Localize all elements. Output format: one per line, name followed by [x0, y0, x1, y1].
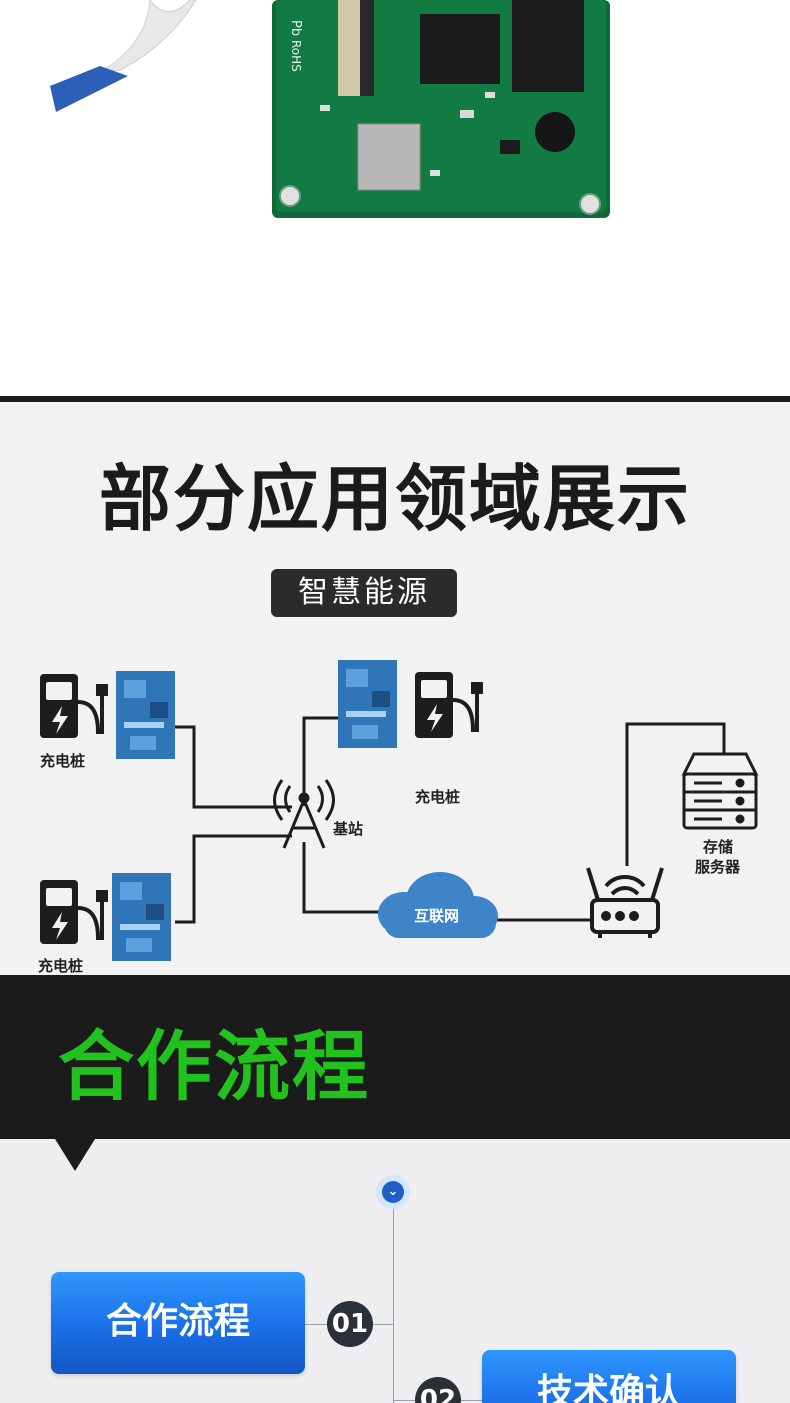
tower-icon	[273, 779, 335, 849]
section-divider	[0, 396, 790, 402]
storage-label-line1: 存储	[703, 838, 733, 856]
server-icon	[681, 752, 759, 830]
charger-icon	[40, 880, 108, 944]
cloud-icon	[378, 872, 498, 938]
product-photo-section: Pb RoHS	[0, 0, 790, 398]
step-card-tech-confirm[interactable]: 技术确认	[482, 1350, 736, 1403]
mcu-chip	[420, 14, 500, 84]
smart-energy-badge: 智慧能源	[271, 569, 457, 617]
internet-label: 互联网	[414, 907, 459, 925]
network-diagram: 充电桩 充电桩	[38, 660, 759, 975]
charger-label-top-left: 充电桩	[40, 752, 85, 770]
charger-label-bottom-left: 充电桩	[38, 957, 83, 975]
fpc-connector	[338, 0, 360, 96]
applications-title: 部分应用领域展示	[98, 457, 691, 541]
charger-icon	[415, 672, 483, 738]
chevron-down-icon[interactable]: ⌄	[382, 1181, 404, 1203]
step-number: 02	[415, 1377, 461, 1403]
rohs-mark: RoHS	[289, 40, 303, 72]
charger-icon	[40, 674, 108, 738]
flex-cable-connector	[50, 66, 128, 112]
header-pointer-triangle	[55, 1139, 95, 1171]
base-station-label: 基站	[332, 820, 363, 838]
product-photo: Pb RoHS	[50, 0, 610, 218]
buzzer	[535, 112, 575, 152]
board-icon	[116, 671, 175, 759]
step-number: 01	[327, 1301, 373, 1347]
process-title: 合作流程	[58, 1022, 370, 1111]
process-header-section: 合作流程	[0, 975, 790, 1139]
board-icon	[338, 660, 397, 748]
board-icon	[112, 873, 171, 961]
sd-slot	[357, 123, 421, 191]
storage-label-line2: 服务器	[695, 858, 741, 876]
process-timeline: ⌄ 合作流程 01 技术确认 02	[0, 1139, 790, 1403]
pb-mark: Pb	[288, 20, 303, 36]
flex-cable	[99, 0, 197, 73]
timeline-line	[393, 1199, 394, 1403]
memory-chip	[512, 0, 584, 92]
router-icon	[586, 867, 664, 938]
step-card-cooperation[interactable]: 合作流程	[51, 1272, 305, 1374]
charger-label-right: 充电桩	[415, 788, 460, 806]
applications-section: 部分应用领域展示 智慧能源 充电桩	[0, 402, 790, 975]
